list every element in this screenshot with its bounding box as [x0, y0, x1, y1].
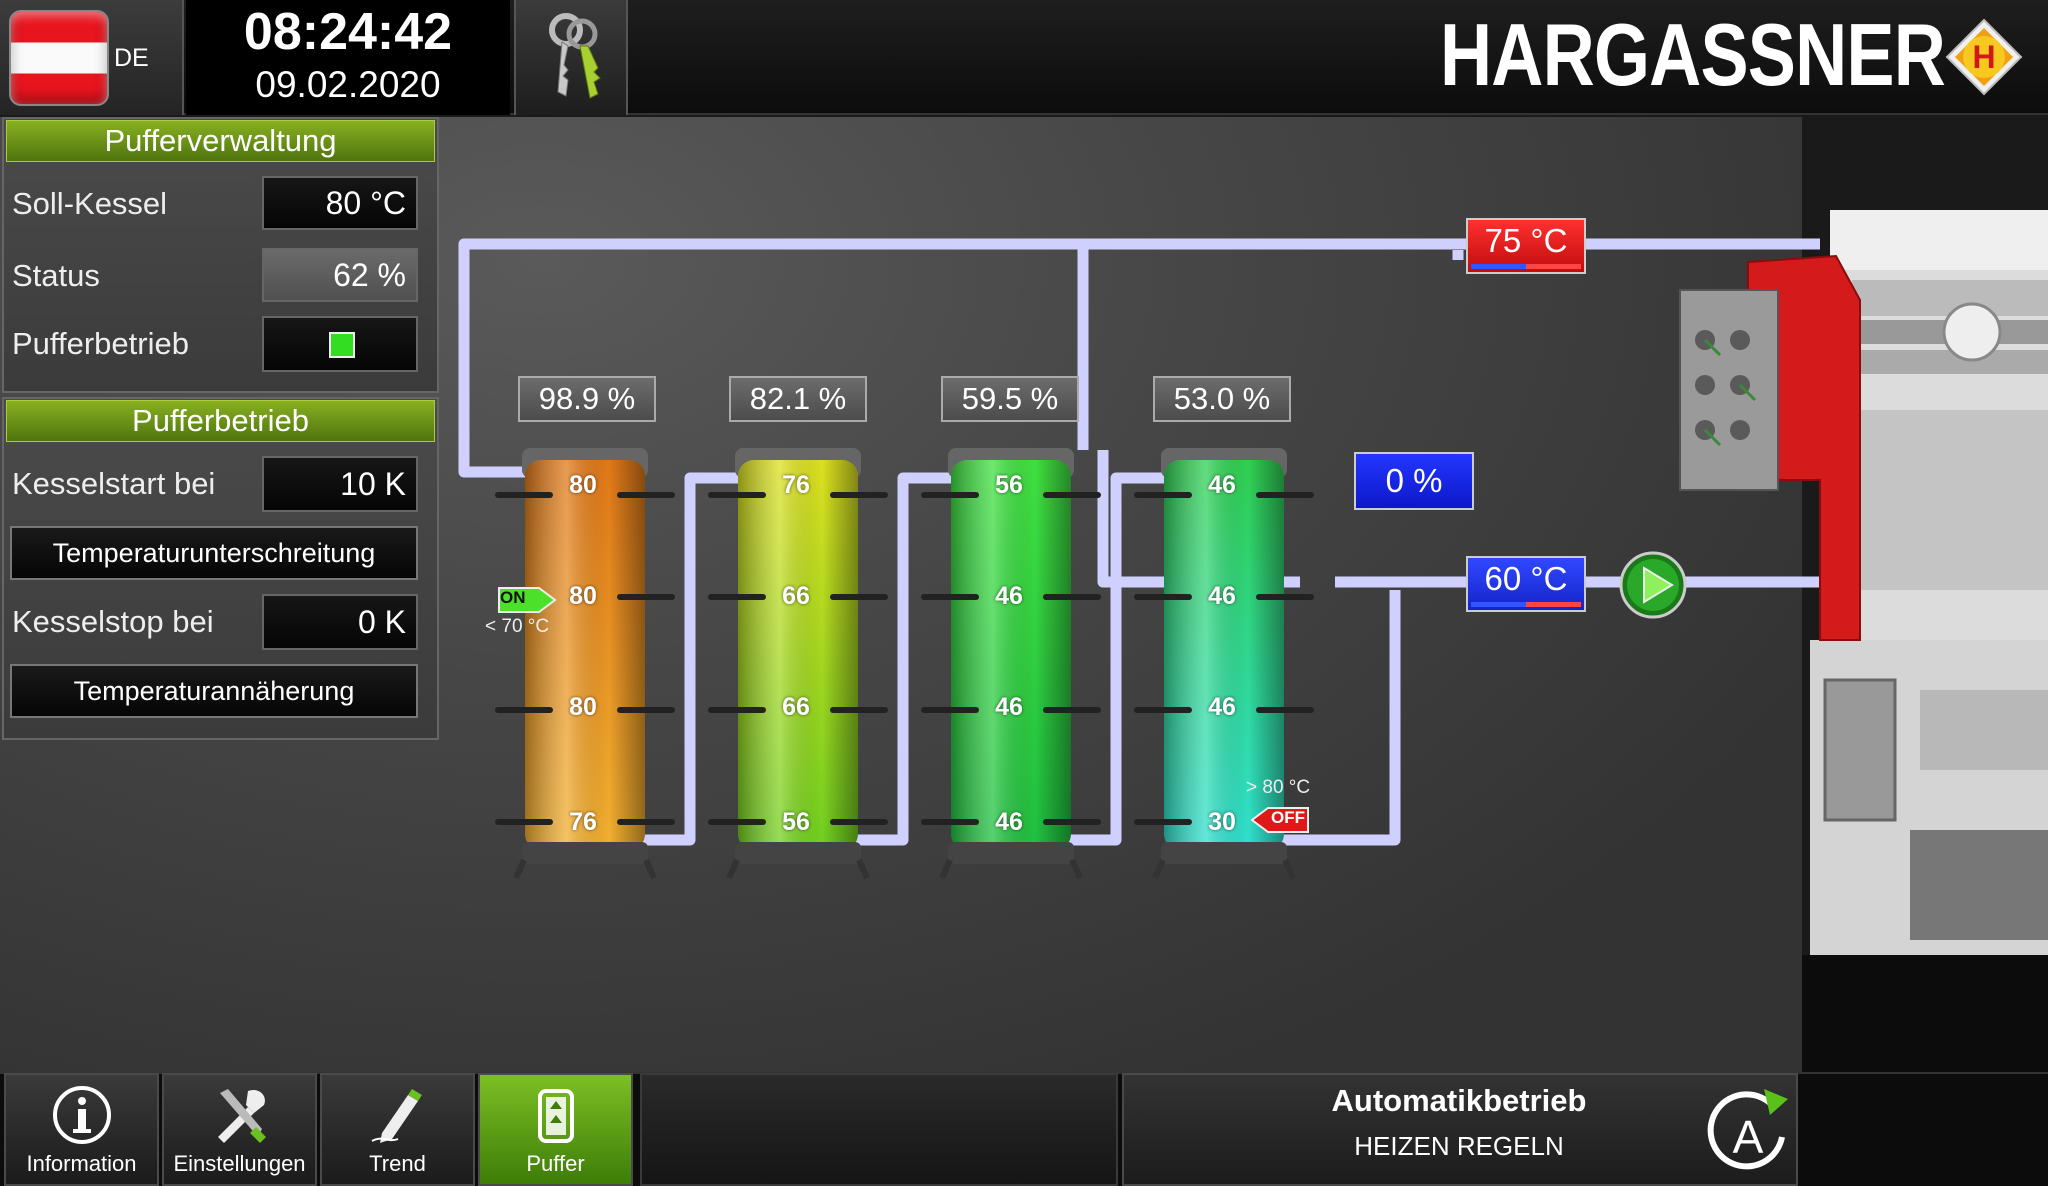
nav-trend-button[interactable]: Trend — [320, 1073, 475, 1186]
clock-display: 08:24:42 09.02.2020 — [186, 0, 510, 115]
tank-3-temp-upper: 46 — [995, 582, 1023, 610]
tank-3-temp-lower: 46 — [995, 693, 1023, 721]
off-marker-label: OFF — [1271, 808, 1305, 827]
off-condition: > 80 °C — [1246, 777, 1311, 798]
kesselstart-value[interactable]: 10 K — [262, 456, 418, 512]
nav-puffer-button[interactable]: Puffer — [478, 1073, 633, 1186]
tank-1-temp-top: 80 — [569, 471, 597, 499]
tank-2-temp-top: 76 — [782, 471, 810, 499]
nav-information-button[interactable]: Information — [4, 1073, 159, 1186]
pump-icon[interactable] — [1618, 550, 1688, 620]
tank-3-charge: 59.5 % — [941, 376, 1079, 422]
svg-text:A: A — [1733, 1111, 1764, 1163]
tank-1-temp-lower: 80 — [569, 693, 597, 721]
return-temperature-bar — [1471, 602, 1581, 607]
buffer-operation-title: Pufferbetrieb — [6, 400, 435, 442]
auto-mode-icon: A — [1707, 1089, 1788, 1170]
keys-login-button[interactable] — [514, 0, 628, 115]
nav-information-label: Information — [26, 1151, 137, 1176]
keys-icon — [549, 13, 601, 99]
info-icon — [52, 1086, 111, 1144]
mixer-position: 0 % — [1354, 452, 1474, 510]
kesselstop-value[interactable]: 0 K — [262, 594, 418, 650]
nav-trend-label: Trend — [369, 1151, 426, 1176]
kesselstart-label: Kesselstart bei — [12, 466, 216, 501]
off-marker-arrow-icon — [1250, 807, 1309, 833]
operating-mode-panel[interactable]: Automatikbetrieb HEIZEN REGELN A — [1122, 1073, 1798, 1186]
supply-temperature-bar — [1471, 264, 1581, 269]
tank-1-temp-upper: 80 — [569, 582, 597, 610]
soll-kessel-label: Soll-Kessel — [12, 186, 168, 221]
svg-text:H: H — [1972, 39, 1995, 75]
current-date: 09.02.2020 — [255, 64, 441, 105]
tank-3-temp-top: 56 — [995, 471, 1023, 499]
tank-3 — [939, 448, 1083, 880]
tank-3-temp-bottom: 46 — [995, 808, 1023, 836]
supply-temperature-value: 75 °C — [1484, 222, 1568, 259]
on-marker-arrow-icon — [498, 587, 557, 613]
tank-4-charge: 53.0 % — [1153, 376, 1291, 422]
tools-icon — [217, 1089, 266, 1143]
tank-2-temp-lower: 66 — [782, 693, 810, 721]
tank-2 — [726, 448, 870, 880]
tank-1-temp-bottom: 76 — [569, 808, 597, 836]
brand-name: HARGASSNER — [1440, 5, 1946, 104]
kesselstop-label: Kesselstop bei — [12, 604, 214, 639]
current-time: 08:24:42 — [243, 3, 453, 61]
boiler-illustration-icon — [1679, 210, 2048, 955]
tank-4 — [1152, 448, 1296, 880]
return-temperature-value: 60 °C — [1484, 560, 1568, 597]
pufferbetrieb-label: Pufferbetrieb — [12, 326, 189, 361]
pufferbetrieb-toggle[interactable] — [262, 316, 418, 372]
stop-mode-button[interactable]: Temperaturannäherung — [10, 664, 418, 718]
status-label: Status — [12, 258, 100, 293]
pen-trend-icon — [370, 1089, 422, 1143]
tank-2-charge: 82.1 % — [729, 376, 867, 422]
hydraulic-diagram — [458, 238, 1820, 880]
supply-temperature: 75 °C — [1466, 218, 1586, 274]
tank-1 — [513, 448, 657, 880]
status-value: 62 % — [262, 248, 418, 302]
nav-puffer-label: Puffer — [526, 1151, 585, 1176]
main-corner — [1802, 955, 2048, 1072]
start-mode-button[interactable]: Temperaturunterschreitung — [10, 526, 418, 580]
tank-1-charge: 98.9 % — [518, 376, 656, 422]
buffer-management-title: Pufferverwaltung — [6, 120, 435, 162]
tank-4-temp-top: 46 — [1208, 471, 1236, 499]
nav-empty-segment — [640, 1073, 1118, 1186]
tank-4-temp-lower: 46 — [1208, 693, 1236, 721]
return-temperature: 60 °C — [1466, 556, 1586, 612]
tank-4-temp-bottom: 30 — [1208, 808, 1236, 836]
pufferbetrieb-indicator — [329, 332, 355, 358]
nav-settings-button[interactable]: Einstellungen — [162, 1073, 317, 1186]
on-marker-label: ON — [500, 588, 526, 607]
tank-4-temp-upper: 46 — [1208, 582, 1236, 610]
tank-2-temp-bottom: 56 — [782, 808, 810, 836]
soll-kessel-value[interactable]: 80 °C — [262, 176, 418, 230]
language-code: DE — [114, 44, 149, 72]
on-condition: < 70 °C — [485, 616, 550, 637]
buffer-tank-icon — [537, 1089, 574, 1143]
operating-mode-subtitle: HEIZEN REGELN — [1354, 1131, 1564, 1161]
tank-2-temp-upper: 66 — [782, 582, 810, 610]
nav-settings-label: Einstellungen — [173, 1151, 306, 1176]
operating-mode-title: Automatikbetrieb — [1331, 1083, 1587, 1118]
austria-flag-icon — [9, 10, 109, 106]
hargassner-logo-icon: H — [1945, 18, 2023, 96]
language-selector[interactable]: DE — [0, 0, 184, 115]
